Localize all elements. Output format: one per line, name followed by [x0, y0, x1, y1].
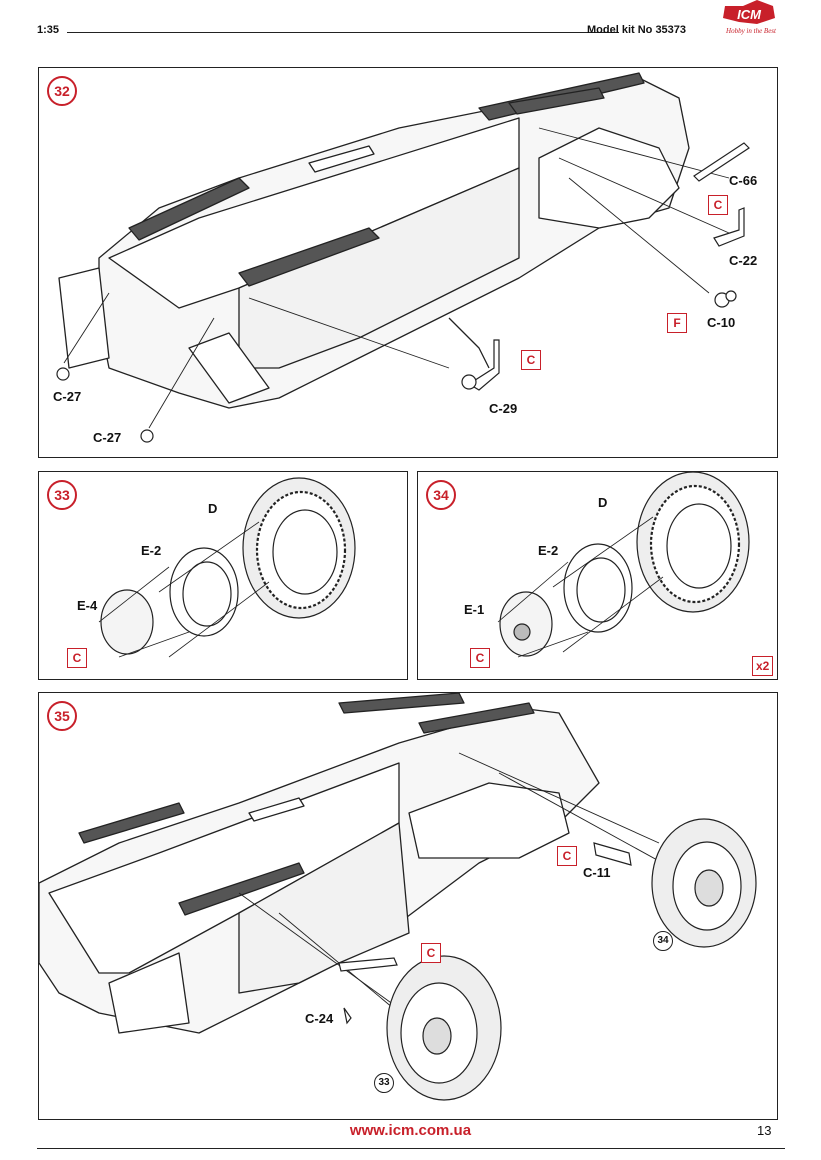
wheel-assembly-34 [497, 472, 750, 658]
part-label-d: D [598, 495, 608, 510]
brand-slogan: Hobby in the Best [725, 27, 777, 35]
subassembly-ref-33: 33 [374, 1073, 394, 1093]
part-label-c10: C-10 [707, 315, 736, 330]
sprue-tag-c-11: C [557, 846, 577, 866]
part-label-e2: E-2 [141, 543, 162, 558]
step-33-panel: 33 D E-2 E-4 C [38, 471, 408, 680]
subassembly-ref-34: 34 [653, 931, 673, 951]
step-34-panel: 34 D E-2 E-1 C x2 [417, 471, 778, 680]
wheel-assembly-33 [98, 477, 356, 658]
sprue-tag-c-29: C [521, 350, 541, 370]
part-label-d: D [208, 501, 218, 516]
part-label-c29: C-29 [489, 401, 518, 416]
kit-number-label: Model kit No 35373 [587, 24, 687, 36]
chassis-drawing-35 [39, 693, 757, 1101]
sprue-tag-c: C [470, 648, 490, 668]
part-label-c27-a: C-27 [53, 389, 82, 404]
step-32-panel: 32 C-66 C-22 C-10 C-27 C-27 C-29 C F C [38, 67, 778, 458]
part-label-c22: C-22 [729, 253, 758, 268]
footer-rule [37, 1148, 785, 1149]
step-33-number: 33 [47, 480, 77, 510]
step-34-number: 34 [426, 480, 456, 510]
part-label-e2: E-2 [538, 543, 559, 558]
step-32-number: 32 [47, 76, 77, 106]
part-label-c66: C-66 [729, 173, 758, 188]
part-label-c24: C-24 [305, 1011, 334, 1026]
sprue-tag-c-66: C [708, 195, 728, 215]
part-label-c27-b: C-27 [93, 430, 122, 445]
multiplier-badge: x2 [752, 656, 774, 676]
page-number: 13 [757, 1123, 772, 1138]
footer-url[interactable]: www.icm.com.ua [349, 1122, 472, 1139]
page-header: 1:35 Model kit No 35373 [37, 22, 785, 42]
sprue-tag-f-10: F [667, 313, 687, 333]
sprue-tag-c: C [67, 648, 87, 668]
brand-logo: ICM Hobby in the Best [695, 0, 790, 42]
part-label-e4: E-4 [77, 598, 98, 613]
part-label-e1: E-1 [464, 602, 485, 617]
step-35-number: 35 [47, 701, 77, 731]
logo-icon: ICM Hobby in the Best [723, 0, 777, 35]
brand-text: ICM [737, 7, 762, 22]
header-rule [67, 32, 619, 33]
part-label-c11: C-11 [583, 865, 611, 880]
step-35-panel: 35 C-11 C-24 C C 34 33 [38, 692, 778, 1120]
chassis-drawing-32 [56, 72, 750, 443]
scale-label: 1:35 [37, 24, 60, 36]
sprue-tag-c-24: C [421, 943, 441, 963]
